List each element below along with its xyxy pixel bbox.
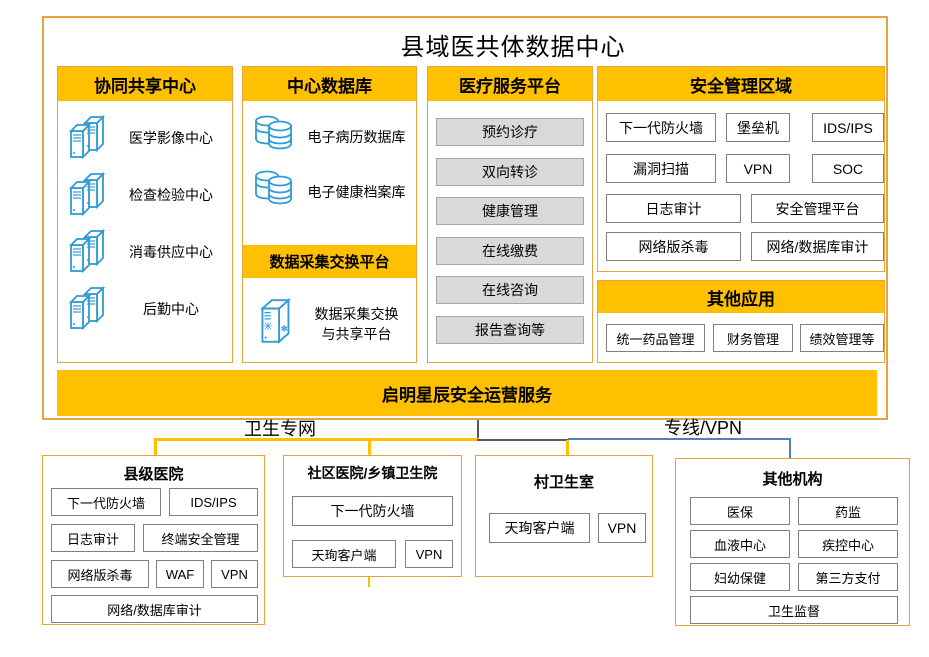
panel-security-area: 安全管理区域 下一代防火墙 堡垒机 IDS/IPS 漏洞扫描 VPN SOC 日… xyxy=(597,66,885,272)
org-item: WAF xyxy=(156,560,204,588)
security-item: SOC xyxy=(812,154,884,183)
panel-central-database-header: 中心数据库 xyxy=(243,67,416,101)
security-item: 网络/数据库审计 xyxy=(751,232,884,261)
service-button: 在线缴费 xyxy=(436,237,584,265)
panel-medical-services-header: 医疗服务平台 xyxy=(428,67,592,101)
list-item-label: 数据采集交换与共享平台 xyxy=(314,306,399,342)
org-item: 下一代防火墙 xyxy=(51,488,161,516)
box-village-clinic: 村卫生室 天珣客户端 VPN xyxy=(475,455,653,577)
org-item: 卫生监督 xyxy=(690,596,898,624)
box-other-orgs-title: 其他机构 xyxy=(762,471,823,488)
connector-gray-segment xyxy=(477,439,568,441)
org-item: 妇幼保健 xyxy=(690,563,790,591)
org-item: IDS/IPS xyxy=(169,488,258,516)
connector-health-network-line xyxy=(154,438,479,441)
database-icon xyxy=(251,113,297,160)
org-item: 药监 xyxy=(798,497,898,525)
org-item: VPN xyxy=(598,513,646,543)
connector-trunk-line xyxy=(477,420,479,439)
service-button: 双向转诊 xyxy=(436,158,584,186)
org-item: 网络/数据库审计 xyxy=(51,595,258,623)
org-item: 医保 xyxy=(690,497,790,525)
security-item: 漏洞扫描 xyxy=(606,154,716,183)
vpn-line-label: 专线/VPN xyxy=(663,418,742,438)
other-app-item: 统一药品管理 xyxy=(606,324,705,352)
connector-drop-other xyxy=(789,438,791,458)
service-button: 健康管理 xyxy=(436,197,584,225)
database-icon xyxy=(251,168,297,215)
server-pair-icon xyxy=(66,282,110,335)
security-item: VPN xyxy=(726,154,790,183)
server-pair-icon xyxy=(66,111,110,164)
security-item: 堡垒机 xyxy=(726,113,790,142)
panel-security-area-header: 安全管理区域 xyxy=(598,67,884,101)
list-item: 医学影像中心 xyxy=(58,109,232,166)
security-item: 日志审计 xyxy=(606,194,741,223)
org-item: 疾控中心 xyxy=(798,530,898,558)
panel-central-database: 中心数据库 xyxy=(242,66,417,363)
security-item: 网络版杀毒 xyxy=(606,232,741,261)
data-exchange-platform-header: 数据采集交换平台 xyxy=(243,245,416,278)
page-title: 县域医共体数据中心 xyxy=(400,34,626,61)
box-other-orgs: 其他机构 医保 药监 血液中心 疾控中心 妇幼保健 第三方支付 卫生监督 xyxy=(675,458,910,626)
box-county-hospital-title: 县级医院 xyxy=(123,466,184,483)
org-item: 日志审计 xyxy=(51,524,135,552)
panel-other-apps-header: 其他应用 xyxy=(598,281,884,313)
list-item-label: 电子病历数据库 xyxy=(307,128,406,145)
org-item: 下一代防火墙 xyxy=(292,496,453,526)
health-network-label: 卫生专网 xyxy=(244,419,316,439)
collaborative-sharing-items: 医学影像中心 xyxy=(58,101,232,337)
list-item: 电子健康档案库 xyxy=(243,164,416,219)
other-app-item: 绩效管理等 xyxy=(800,324,884,352)
panel-collaborative-sharing: 协同共享中心 xyxy=(57,66,233,363)
data-exchange-platform-item: ✳ ✽ 数据采集交换与共享平台 xyxy=(243,285,416,363)
central-database-items: 电子病历数据库 xyxy=(243,101,416,219)
connector-drop-community xyxy=(368,438,371,455)
svg-text:✳: ✳ xyxy=(263,319,273,333)
panel-collaborative-sharing-header: 协同共享中心 xyxy=(58,67,232,101)
server-pair-icon xyxy=(66,225,110,278)
exchange-server-icon: ✳ ✽ xyxy=(257,296,297,353)
service-button: 预约诊疗 xyxy=(436,118,584,146)
connector-drop-county xyxy=(154,438,157,455)
box-community-hospital-title: 社区医院/乡镇卫生院 xyxy=(307,465,438,481)
org-item: 网络版杀毒 xyxy=(51,560,149,588)
other-app-item: 财务管理 xyxy=(713,324,793,352)
server-pair-icon xyxy=(66,168,110,221)
box-county-hospital: 县级医院 下一代防火墙 IDS/IPS 日志审计 终端安全管理 网络版杀毒 WA… xyxy=(42,455,265,625)
org-item: 血液中心 xyxy=(690,530,790,558)
list-item-label: 消毒供应中心 xyxy=(129,243,213,260)
security-item: 安全管理平台 xyxy=(751,194,884,223)
connector-vpn-line xyxy=(568,438,790,440)
svg-text:✽: ✽ xyxy=(281,323,288,333)
connector-stub xyxy=(368,577,370,587)
security-ops-bar: 启明星辰安全运营服务 xyxy=(57,370,877,416)
list-item-label: 电子健康档案库 xyxy=(307,183,406,200)
security-item: 下一代防火墙 xyxy=(606,113,716,142)
list-item: 电子病历数据库 xyxy=(243,109,416,164)
org-item: 第三方支付 xyxy=(798,563,898,591)
org-item: 天珣客户端 xyxy=(292,540,396,568)
org-item: VPN xyxy=(405,540,453,568)
security-item: IDS/IPS xyxy=(812,113,884,142)
box-community-hospital: 社区医院/乡镇卫生院 下一代防火墙 天珣客户端 VPN xyxy=(283,455,462,577)
service-button: 报告查询等 xyxy=(436,316,584,344)
data-center-box: 县域医共体数据中心 协同共享中心 xyxy=(42,16,888,420)
list-item: 消毒供应中心 xyxy=(58,223,232,280)
panel-medical-services: 医疗服务平台 预约诊疗 双向转诊 健康管理 在线缴费 在线咨询 报告查询等 xyxy=(427,66,593,363)
connector-drop-village xyxy=(566,440,569,455)
org-item: VPN xyxy=(211,560,258,588)
list-item: 检查检验中心 xyxy=(58,166,232,223)
list-item-label: 医学影像中心 xyxy=(129,129,213,146)
list-item-label: 后勤中心 xyxy=(143,300,199,317)
org-item: 天珣客户端 xyxy=(489,513,590,543)
list-item: 后勤中心 xyxy=(58,280,232,337)
box-village-clinic-title: 村卫生室 xyxy=(533,474,594,491)
service-button: 在线咨询 xyxy=(436,276,584,304)
list-item-label: 检查检验中心 xyxy=(129,186,213,203)
org-item: 终端安全管理 xyxy=(143,524,258,552)
panel-other-apps: 其他应用 统一药品管理 财务管理 绩效管理等 xyxy=(597,280,885,363)
